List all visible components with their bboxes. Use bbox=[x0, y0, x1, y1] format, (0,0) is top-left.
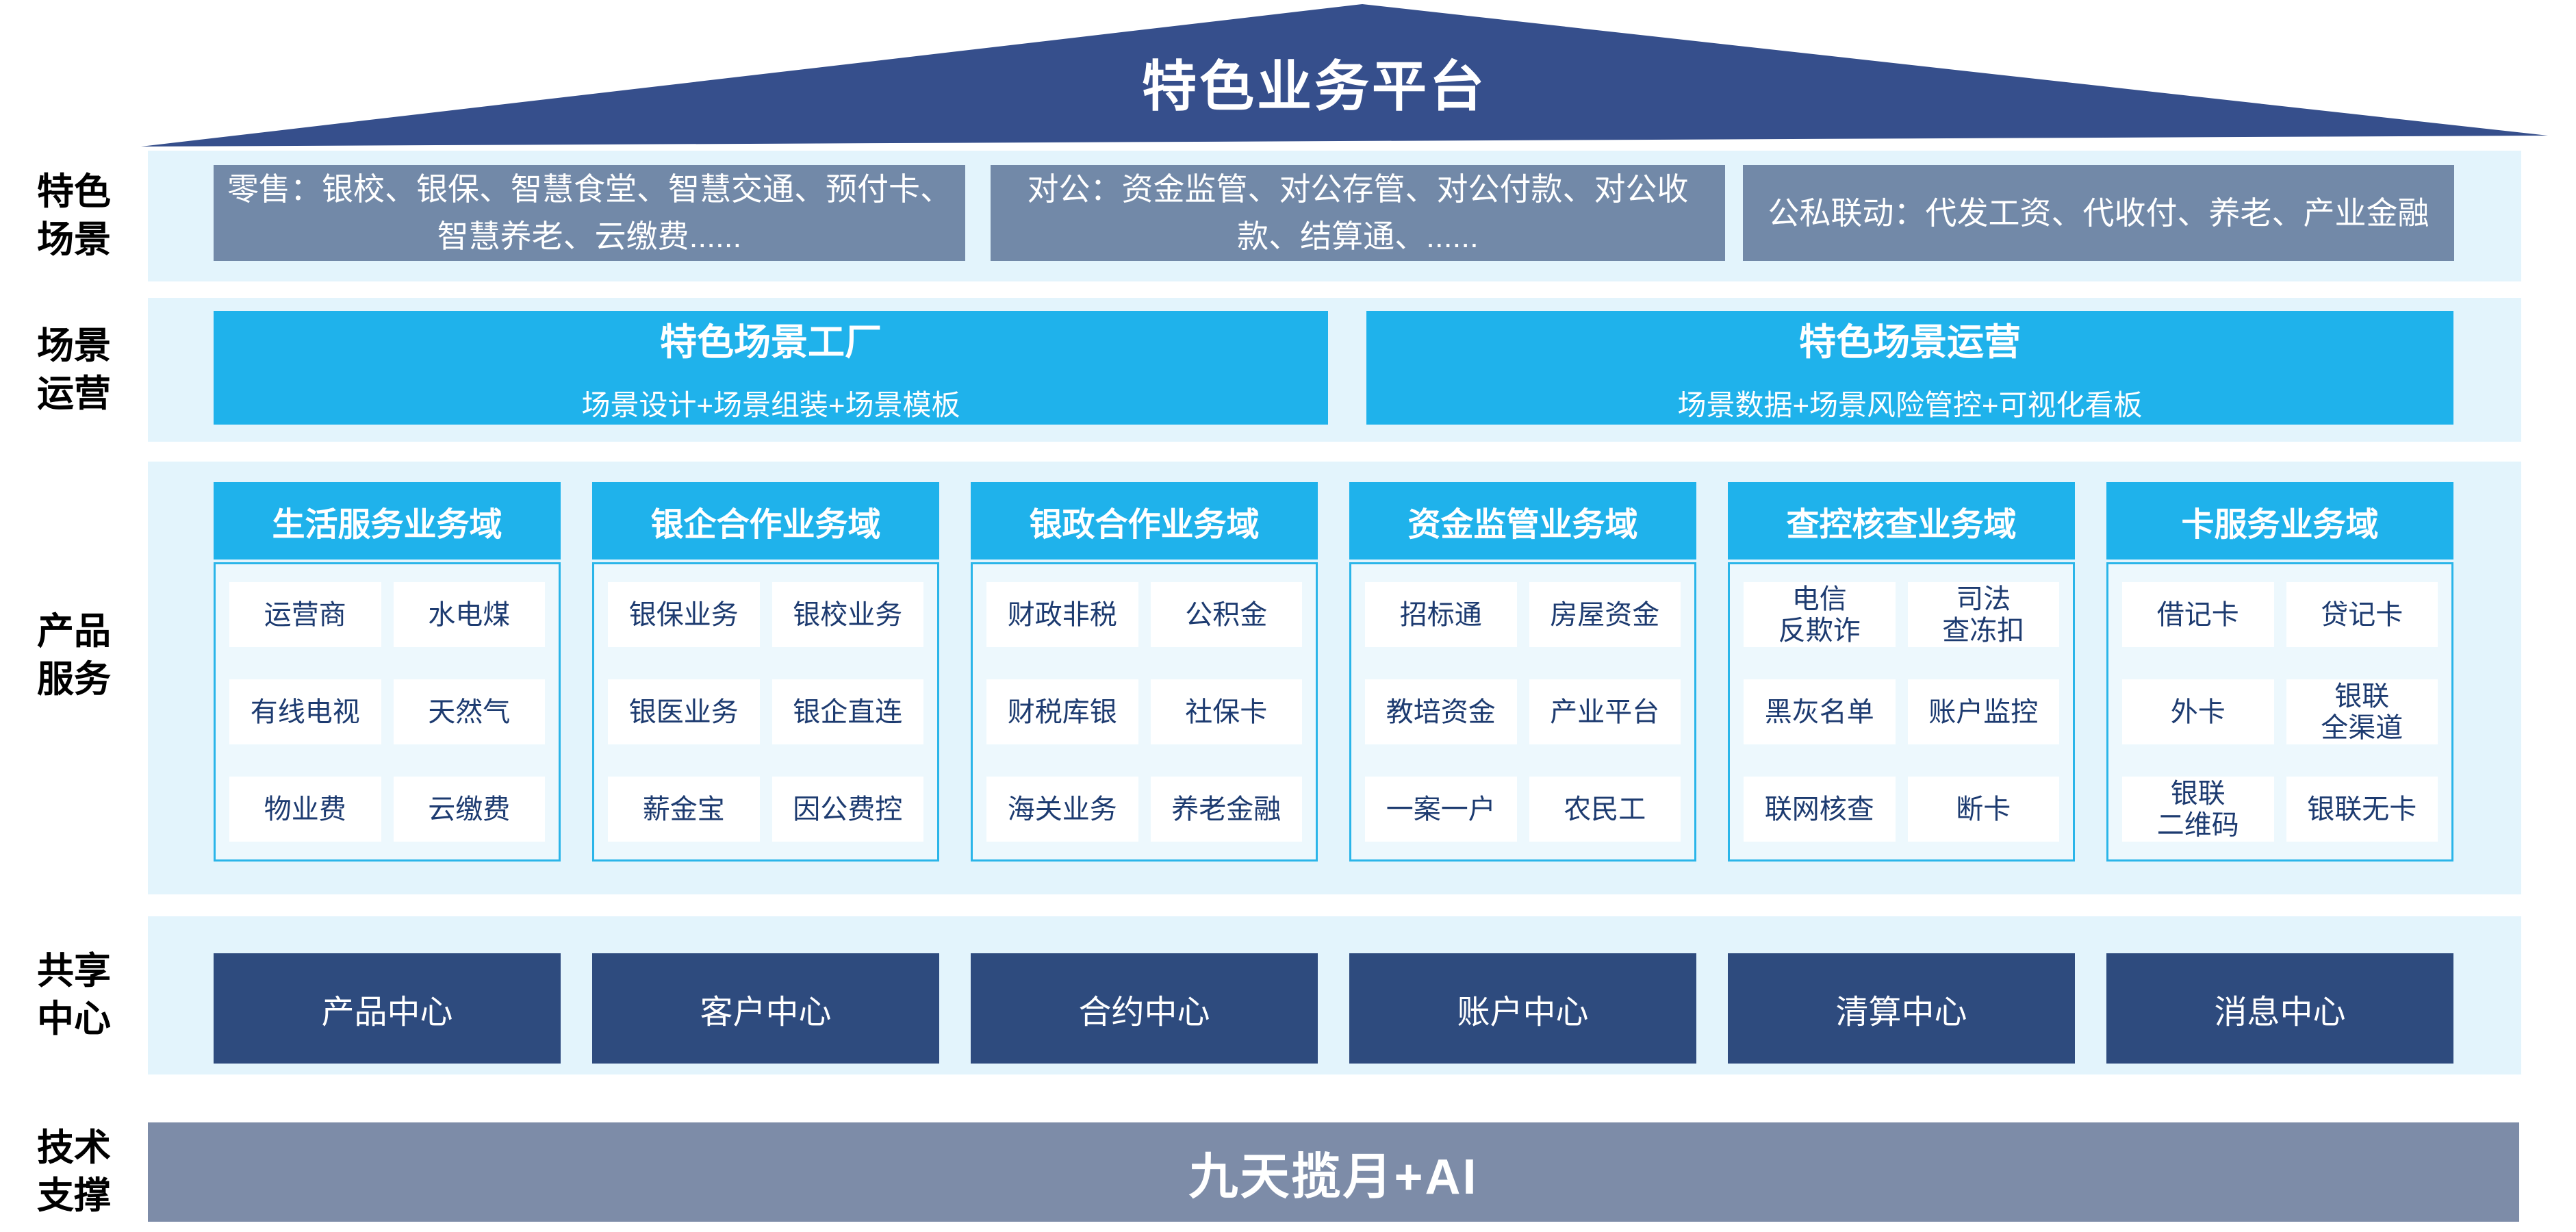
scene-box-corporate: 对公：资金监管、对公存管、对公付款、对公收款、结算通、...... bbox=[991, 165, 1725, 261]
scene-factory-subtitle: 场景设计+场景组装+场景模板 bbox=[581, 389, 960, 421]
column-body: 招标通 房屋资金 教培资金 产业平台 一案一户 农民工 bbox=[1349, 562, 1696, 862]
row-label-operation: 场景 运营 bbox=[37, 325, 111, 415]
product-cell: 薪金宝 bbox=[608, 777, 760, 842]
product-column-life-services: 生活服务业务域 运营商 水电煤 有线电视 天然气 物业费 云缴费 bbox=[214, 482, 561, 862]
row-label-tech-support: 技术 支撑 bbox=[37, 1127, 111, 1217]
product-column-bank-enterprise: 银企合作业务域 银保业务 银校业务 银医业务 银企直连 薪金宝 因公费控 bbox=[592, 482, 939, 862]
column-body: 财政非税 公积金 财税库银 社保卡 海关业务 养老金融 bbox=[971, 562, 1318, 862]
product-column-inquiry-control: 查控核查业务域 电信 反欺诈 司法 查冻扣 黑灰名单 账户监控 联网核查 断卡 bbox=[1728, 482, 2075, 862]
product-column-card-services: 卡服务业务域 借记卡 贷记卡 外卡 银联 全渠道 银联 二维码 银联无卡 bbox=[2106, 482, 2453, 862]
column-header: 银企合作业务域 bbox=[592, 482, 939, 560]
scene-operation-box: 特色场景运营 场景数据+场景风险管控+可视化看板 bbox=[1366, 311, 2453, 425]
product-cell: 银保业务 bbox=[608, 582, 760, 647]
product-cell: 黑灰名单 bbox=[1744, 679, 1896, 744]
product-cell: 水电煤 bbox=[393, 582, 545, 647]
product-cell: 运营商 bbox=[229, 582, 381, 647]
product-cell: 房屋资金 bbox=[1529, 582, 1681, 647]
product-cell: 产业平台 bbox=[1529, 679, 1681, 744]
product-cell: 有线电视 bbox=[229, 679, 381, 744]
scene-operation-title: 特色场景运营 bbox=[1799, 322, 2021, 363]
product-cell: 海关业务 bbox=[986, 777, 1138, 842]
product-cell: 司法 查冻扣 bbox=[1907, 582, 2059, 647]
row-label-products: 产品 服务 bbox=[37, 611, 111, 701]
shared-center-customer: 客户中心 bbox=[592, 953, 939, 1064]
product-cell: 银联 全渠道 bbox=[2286, 679, 2438, 744]
column-body: 借记卡 贷记卡 外卡 银联 全渠道 银联 二维码 银联无卡 bbox=[2106, 562, 2453, 862]
shared-center-contract: 合约中心 bbox=[971, 953, 1318, 1064]
column-body: 电信 反欺诈 司法 查冻扣 黑灰名单 账户监控 联网核查 断卡 bbox=[1728, 562, 2075, 862]
product-cell: 借记卡 bbox=[2122, 582, 2274, 647]
product-cell: 养老金融 bbox=[1150, 777, 1302, 842]
product-cell: 公积金 bbox=[1150, 582, 1302, 647]
shared-center-clearing: 清算中心 bbox=[1728, 953, 2075, 1064]
product-cell: 云缴费 bbox=[393, 777, 545, 842]
product-cell: 财税库银 bbox=[986, 679, 1138, 744]
product-cell: 财政非税 bbox=[986, 582, 1138, 647]
product-cell: 电信 反欺诈 bbox=[1744, 582, 1896, 647]
product-cell: 一案一户 bbox=[1365, 777, 1517, 842]
product-cell: 农民工 bbox=[1529, 777, 1681, 842]
product-cell: 银联无卡 bbox=[2286, 777, 2438, 842]
row-label-scenes: 特色 场景 bbox=[37, 171, 111, 261]
shared-center-message: 消息中心 bbox=[2106, 953, 2453, 1064]
product-cell: 银医业务 bbox=[608, 679, 760, 744]
product-cell: 账户监控 bbox=[1907, 679, 2059, 744]
column-body: 运营商 水电煤 有线电视 天然气 物业费 云缴费 bbox=[214, 562, 561, 862]
shared-center-account: 账户中心 bbox=[1349, 953, 1696, 1064]
scene-box-retail: 零售：银校、银保、智慧食堂、智慧交通、预付卡、智慧养老、云缴费...... bbox=[214, 165, 965, 261]
product-cell: 贷记卡 bbox=[2286, 582, 2438, 647]
product-cell: 断卡 bbox=[1907, 777, 2059, 842]
column-body: 银保业务 银校业务 银医业务 银企直连 薪金宝 因公费控 bbox=[592, 562, 939, 862]
row-label-shared-centers: 共享 中心 bbox=[37, 951, 111, 1040]
product-column-fund-supervision: 资金监管业务域 招标通 房屋资金 教培资金 产业平台 一案一户 农民工 bbox=[1349, 482, 1696, 862]
product-cell: 天然气 bbox=[393, 679, 545, 744]
column-header: 生活服务业务域 bbox=[214, 482, 561, 560]
column-header: 资金监管业务域 bbox=[1349, 482, 1696, 560]
scene-box-public-private-linkage: 公私联动：代发工资、代收付、养老、产业金融 bbox=[1743, 165, 2454, 261]
shared-center-product: 产品中心 bbox=[214, 953, 561, 1064]
column-header: 卡服务业务域 bbox=[2106, 482, 2453, 560]
product-cell: 招标通 bbox=[1365, 582, 1517, 647]
column-header: 银政合作业务域 bbox=[971, 482, 1318, 560]
column-header: 查控核查业务域 bbox=[1728, 482, 2075, 560]
product-cell: 社保卡 bbox=[1150, 679, 1302, 744]
page-title: 特色业务平台 bbox=[1142, 56, 1487, 117]
product-cell: 联网核查 bbox=[1744, 777, 1896, 842]
tech-support-box: 九天揽月+AI bbox=[148, 1122, 2519, 1222]
product-column-bank-government: 银政合作业务域 财政非税 公积金 财税库银 社保卡 海关业务 养老金融 bbox=[971, 482, 1318, 862]
product-cell: 教培资金 bbox=[1365, 679, 1517, 744]
product-cell: 银联 二维码 bbox=[2122, 777, 2274, 842]
scene-factory-title: 特色场景工厂 bbox=[660, 322, 882, 363]
product-cell: 外卡 bbox=[2122, 679, 2274, 744]
product-cell: 物业费 bbox=[229, 777, 381, 842]
product-cell: 银校业务 bbox=[771, 582, 923, 647]
scene-operation-subtitle: 场景数据+场景风险管控+可视化看板 bbox=[1677, 389, 2143, 421]
product-cell: 银企直连 bbox=[771, 679, 923, 744]
product-cell: 因公费控 bbox=[771, 777, 923, 842]
scene-factory-box: 特色场景工厂 场景设计+场景组装+场景模板 bbox=[214, 311, 1328, 425]
